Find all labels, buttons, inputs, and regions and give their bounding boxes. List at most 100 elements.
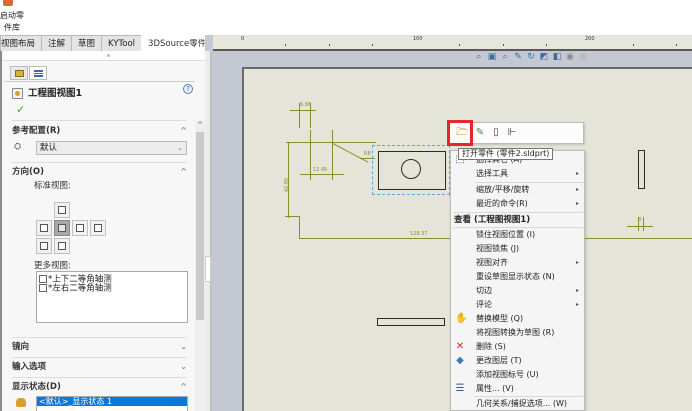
dimension-text[interactable]: 3 xyxy=(638,217,642,223)
dimension-text[interactable]: 12.45 xyxy=(313,167,328,173)
previous-view-icon[interactable]: ⌕ xyxy=(502,52,508,62)
highlight-annotation-box xyxy=(447,120,473,146)
panel-scrollbar[interactable]: ^ xyxy=(195,120,205,411)
left-view-button[interactable] xyxy=(36,220,52,236)
chevron-down-icon[interactable]: ⌄ xyxy=(180,342,187,351)
menu-item-reset-sketch-display[interactable]: 重设草图显示状态 (N) xyxy=(451,270,584,284)
ruler-label: 100 xyxy=(413,36,423,42)
menu-item-label: 视图对齐 xyxy=(476,258,508,267)
chevron-down-icon[interactable]: ⌄ xyxy=(180,362,187,371)
menu-item-relations-snap-options[interactable]: 几何关系/捕捉选项... (W) xyxy=(451,397,584,411)
align-icon[interactable]: ⊩ xyxy=(507,127,517,138)
menu-item-selection-tools[interactable]: 选择工具▸ xyxy=(451,167,584,181)
part-front-view[interactable] xyxy=(378,151,446,190)
more-views-list[interactable]: *上下二等角轴测 *左右二等角轴测 xyxy=(36,271,188,323)
display-style-icon[interactable]: ◧ xyxy=(552,52,562,62)
display-state-list[interactable]: <默认>_显示状态 1 xyxy=(36,396,188,411)
chevron-up-icon[interactable]: ^ xyxy=(180,382,187,391)
drawing-view-boundary[interactable] xyxy=(372,145,450,195)
menu-item-properties[interactable]: ☰ 属性... (V) xyxy=(451,382,584,396)
graphics-area[interactable]: 0 100 200 xyxy=(205,35,692,411)
checkbox[interactable] xyxy=(39,275,47,283)
menu-item-convert-to-sketch[interactable]: 将视图转换为草图 (R) xyxy=(451,326,584,340)
dimension-text[interactable]: 128.37 xyxy=(410,231,428,237)
properties-icon: ☰ xyxy=(455,383,465,394)
rotate-icon[interactable]: ↻ xyxy=(527,52,535,62)
menu-item-delete[interactable]: ✕ 删除 (S) xyxy=(451,340,584,354)
more-view-label: *左右二等角轴测 xyxy=(48,283,112,294)
part-top-view[interactable] xyxy=(377,318,445,326)
dimension-text[interactable]: 6.98 xyxy=(300,102,312,108)
dimension-line xyxy=(627,226,653,227)
dimension-text[interactable]: 42.95 xyxy=(284,177,291,193)
menu-item-tangent-edge[interactable]: 切边▸ xyxy=(451,284,584,298)
scroll-up-arrow-icon[interactable]: ^ xyxy=(197,121,203,129)
menu-item-view-alignment[interactable]: 视图对齐▸ xyxy=(451,256,584,270)
open-part-icon[interactable]: 🗁 xyxy=(456,127,469,138)
menu-item-label: 更改图层 (T) xyxy=(476,356,522,365)
edit-sketch-icon[interactable]: ✎ xyxy=(475,127,485,138)
tab-view-layout[interactable]: 视图布局 xyxy=(0,35,43,51)
tab-sketch[interactable]: 草图 xyxy=(71,35,103,51)
part-library-icon xyxy=(3,0,13,6)
leader-line xyxy=(360,158,375,159)
scroll-thumb[interactable] xyxy=(196,132,204,320)
dimension-text[interactable]: R8 xyxy=(364,151,371,157)
menu-item-add-view-label[interactable]: 添加视图标号 (U) xyxy=(451,368,584,382)
menu-item-comment[interactable]: 评论▸ xyxy=(451,298,584,312)
hide-show-icon[interactable]: ▯ xyxy=(493,127,499,138)
bottom-view-icon xyxy=(58,242,66,250)
section-display-state[interactable]: 显示状态(D) ^ xyxy=(12,380,187,394)
zoom-to-fit-icon[interactable]: ⌕ xyxy=(476,52,482,62)
more-view-item-dimetric-side[interactable]: *左右二等角轴测 xyxy=(39,284,112,294)
isometric-view-button[interactable] xyxy=(36,238,52,254)
section-reference-config[interactable]: 参考配置(R) ^ xyxy=(12,124,187,138)
menu-item-lock-view-position[interactable]: 锁住视图位置 (I) xyxy=(451,228,584,242)
ribbon: 启动零 件库 xyxy=(0,0,692,35)
left-view-icon xyxy=(40,224,48,232)
divider xyxy=(12,377,187,378)
menu-item-recent-commands[interactable]: 最近的命令(R)▸ xyxy=(451,197,584,211)
feature-tree-tab[interactable] xyxy=(29,66,47,80)
command-manager-tabs: 视图布局 注解 草图 KYTool 3DSource零件库 xyxy=(0,35,222,51)
submenu-arrow-icon: ▸ xyxy=(575,186,579,193)
menu-item-lock-view-focus[interactable]: 视图锁焦 (J) xyxy=(451,242,584,256)
view-orientation-icon[interactable]: ◩ xyxy=(539,52,549,62)
section-mirror[interactable]: 镜向 ⌄ xyxy=(12,340,187,354)
top-view-button[interactable] xyxy=(54,202,70,218)
appearance-icon[interactable]: ● xyxy=(579,52,587,62)
help-icon[interactable]: ? xyxy=(183,84,193,94)
extension-line xyxy=(638,217,639,231)
menu-item-change-layer[interactable]: ◆ 更改图层 (T) xyxy=(451,354,584,368)
checkbox[interactable] xyxy=(39,284,47,292)
display-state-icon xyxy=(16,398,26,407)
section-view-icon[interactable]: ✎ xyxy=(514,52,522,62)
section-import-options[interactable]: 输入选项 ⌄ xyxy=(12,360,187,374)
section-label: 镜向 xyxy=(12,342,30,352)
chevron-up-icon[interactable]: ^ xyxy=(180,167,187,176)
property-manager-tab[interactable] xyxy=(10,66,28,80)
panel-collapse-handle[interactable] xyxy=(205,256,211,282)
zoom-to-area-icon[interactable]: ▣ xyxy=(487,52,497,62)
bottom-view-button[interactable] xyxy=(54,238,70,254)
tab-annotation[interactable]: 注解 xyxy=(41,35,73,51)
display-state-selected-item[interactable]: <默认>_显示状态 1 xyxy=(37,397,187,406)
reference-config-select[interactable]: 默认 ⌄ xyxy=(36,141,187,155)
part-right-view[interactable] xyxy=(638,150,645,189)
hide-show-items-icon[interactable]: ◉ xyxy=(566,52,574,62)
more-view-item-dimetric-top[interactable]: *上下二等角轴测 xyxy=(39,275,112,285)
menu-item-replace-model[interactable]: ✋ 替换模型 (Q) xyxy=(451,312,584,326)
chevron-up-icon[interactable]: ^ xyxy=(180,126,187,135)
panel-splitter[interactable] xyxy=(4,51,205,61)
hole-circle[interactable] xyxy=(401,159,421,179)
panel-edge xyxy=(205,51,211,411)
section-orientation[interactable]: 方向(O) ^ xyxy=(12,165,187,179)
front-view-button[interactable] xyxy=(54,220,70,236)
menu-item-zoom-pan-rotate[interactable]: 缩放/平移/旋转▸ xyxy=(451,183,584,197)
back-view-button[interactable] xyxy=(90,220,106,236)
menu-item-label: 替换模型 (Q) xyxy=(476,314,524,323)
tab-kytool[interactable]: KYTool xyxy=(101,35,143,51)
launch-part-library-button[interactable]: 启动零 件库 xyxy=(0,0,30,34)
right-view-button[interactable] xyxy=(72,220,88,236)
ok-checkmark-icon[interactable]: ✓ xyxy=(16,103,26,116)
